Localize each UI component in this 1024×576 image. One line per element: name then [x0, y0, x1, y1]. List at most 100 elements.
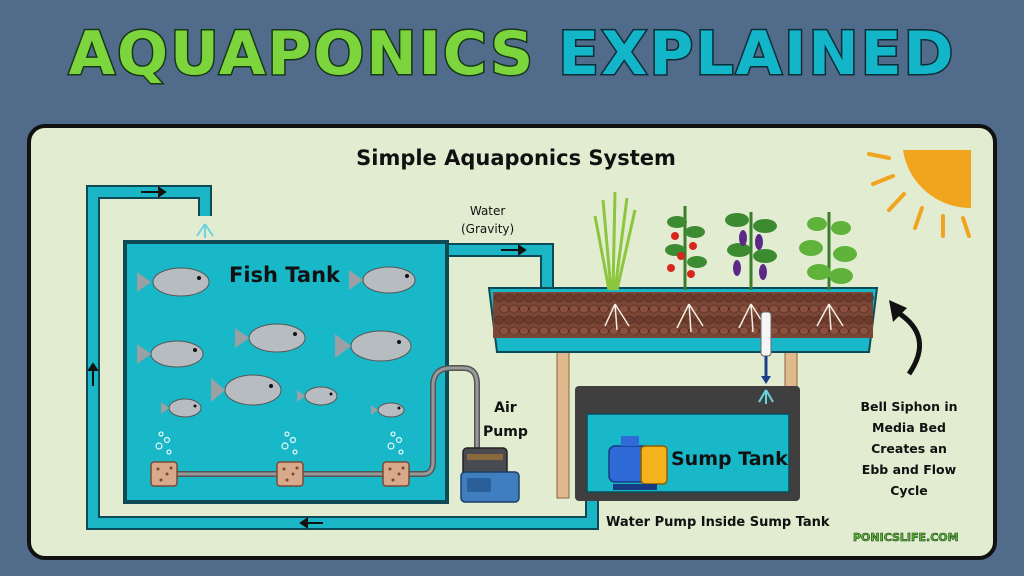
pebble	[519, 304, 529, 314]
pebble	[779, 326, 789, 336]
pebble	[584, 293, 594, 303]
pebble	[659, 304, 669, 314]
pebble	[684, 293, 694, 303]
pebble	[624, 293, 634, 303]
pebble	[749, 326, 759, 336]
pebble	[754, 293, 764, 303]
pebble	[619, 304, 629, 314]
pebble	[539, 304, 549, 314]
pebble	[594, 315, 604, 325]
pebble	[829, 326, 839, 336]
pebble	[844, 315, 854, 325]
pebble	[534, 293, 544, 303]
pebble	[789, 326, 799, 336]
air-pump-label-line: Air	[494, 400, 517, 416]
pebble	[649, 304, 659, 314]
pebble	[634, 293, 644, 303]
pebble	[639, 304, 649, 314]
pebble	[529, 304, 539, 314]
pebble	[704, 315, 714, 325]
pebble	[849, 326, 859, 336]
pebble	[554, 315, 564, 325]
pebble	[834, 293, 844, 303]
pebble	[719, 304, 729, 314]
air-stones	[150, 461, 410, 487]
pebble	[494, 315, 504, 325]
tomato-plant-icon	[665, 206, 707, 290]
pebble	[854, 315, 864, 325]
air-pump-icon	[460, 447, 520, 503]
pebble	[809, 304, 819, 314]
pebble	[714, 315, 724, 325]
pebble	[859, 304, 869, 314]
pebble	[654, 293, 664, 303]
pebble	[769, 304, 779, 314]
basil-plant-icon	[799, 212, 857, 290]
pebble	[809, 326, 819, 336]
pebble	[604, 293, 614, 303]
pebble	[719, 326, 729, 336]
pebble	[559, 326, 569, 336]
pebble	[689, 326, 699, 336]
pebble	[509, 326, 519, 336]
pebble	[629, 326, 639, 336]
pebble	[564, 315, 574, 325]
pebble	[559, 304, 569, 314]
pebble	[694, 293, 704, 303]
pebble	[799, 326, 809, 336]
pebble	[574, 293, 584, 303]
chive-plant-icon	[593, 191, 637, 291]
pebble	[669, 326, 679, 336]
pebble	[684, 315, 694, 325]
bell-siphon-icon	[758, 311, 774, 404]
pebble	[524, 315, 534, 325]
pebble	[794, 293, 804, 303]
pebble	[514, 293, 524, 303]
pebble	[504, 315, 514, 325]
fish-icon	[335, 330, 412, 362]
pebble	[584, 315, 594, 325]
fish-group	[137, 266, 416, 418]
pebble	[579, 304, 589, 314]
pebble	[669, 304, 679, 314]
pebble	[634, 315, 644, 325]
fish-icon	[297, 386, 338, 406]
water-label-line: Water	[469, 204, 506, 218]
pebble	[589, 326, 599, 336]
pebble	[679, 326, 689, 336]
pebble	[574, 315, 584, 325]
pebble	[499, 326, 509, 336]
pebble	[774, 315, 784, 325]
pebble	[554, 293, 564, 303]
pebble	[799, 304, 809, 314]
water-gravity-label: Water (Gravity)	[461, 202, 514, 238]
pebble	[774, 293, 784, 303]
pebble	[569, 326, 579, 336]
pebble	[734, 293, 744, 303]
pebble	[704, 293, 714, 303]
fish-icon	[137, 267, 210, 297]
pebble	[494, 293, 504, 303]
plant-roots	[604, 303, 844, 333]
sump-tank	[575, 386, 800, 501]
pebble	[614, 293, 624, 303]
air-line	[151, 365, 480, 477]
pebble	[779, 304, 789, 314]
pebble	[814, 293, 824, 303]
pebble	[804, 315, 814, 325]
fish-icon	[137, 340, 204, 368]
pebble	[539, 326, 549, 336]
pebble	[839, 304, 849, 314]
pebble	[699, 326, 709, 336]
pebble	[709, 326, 719, 336]
bubbles-icon	[155, 431, 404, 455]
title-word-explained: EXPLAINED	[557, 18, 956, 91]
sun-icon	[867, 150, 971, 238]
pebble	[504, 293, 514, 303]
pebble	[509, 304, 519, 314]
fish-tank-label: Fish Tank	[229, 263, 341, 287]
pebble	[549, 304, 559, 314]
pebble	[644, 293, 654, 303]
flow-arrows	[87, 186, 527, 529]
water-spray-icon	[196, 223, 214, 238]
